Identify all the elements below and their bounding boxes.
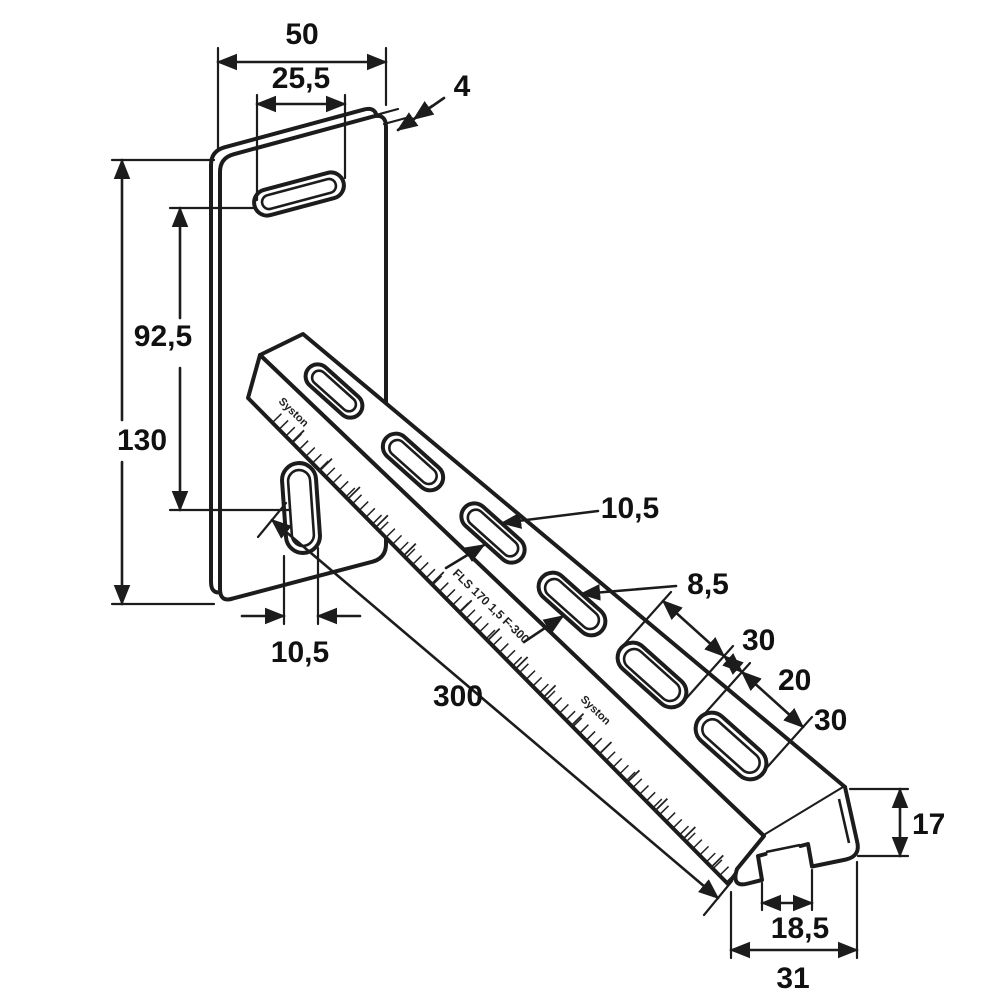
dim-plate-thickness: 4 (374, 70, 471, 132)
dim-label-plate-slot-length: 25,5 (272, 62, 330, 95)
plate-top-slot (252, 170, 346, 218)
dim-label-plate-height: 130 (117, 424, 167, 457)
dim-channel-height: 17 (848, 787, 945, 858)
dim-label-arm-length: 300 (433, 680, 483, 713)
dim-label-plate-width: 50 (285, 18, 318, 51)
dim-plate-slot-length: 25,5 (255, 62, 347, 202)
dim-label-plate-thickness: 4 (454, 70, 471, 103)
channel-end-left-lip (733, 834, 768, 887)
dim-arm-length: 300 (256, 501, 734, 917)
dim-channel-opening: 18,5 (760, 868, 829, 945)
plate-lower-slot (280, 461, 322, 555)
dim-slot-pitch-chain: 30 20 30 (619, 590, 847, 775)
dim-label-slot-length-b: 30 (814, 704, 847, 737)
dim-plate-height: 130 (110, 158, 216, 606)
dim-label-slot-length-a: 30 (742, 624, 775, 657)
dim-label-slot-gap: 20 (778, 664, 811, 697)
channel-end-inner-wall (837, 798, 851, 844)
dim-label-channel-width: 31 (776, 962, 809, 995)
dim-label-channel-opening: 18,5 (771, 912, 829, 945)
dim-label-arm-slot-width-end: 8,5 (687, 568, 729, 601)
dim-label-slot-center-distance: 92,5 (134, 320, 192, 353)
cantilever-arm: Syston FLS 170 1,5 F-300 Syston (246, 332, 860, 887)
dim-label-arm-slot-width: 10,5 (601, 492, 659, 525)
dim-channel-width: 31 (729, 860, 859, 995)
dim-label-plate-slot-width: 10,5 (271, 636, 329, 669)
channel-end-right-lip (798, 785, 860, 869)
dim-plate-width: 50 (216, 18, 388, 152)
channel-end-cross-section (731, 785, 860, 887)
channel-end-inner-bottom (765, 843, 801, 854)
dim-label-channel-height: 17 (912, 808, 945, 841)
dim-slot-center-distance: 92,5 (134, 206, 292, 512)
